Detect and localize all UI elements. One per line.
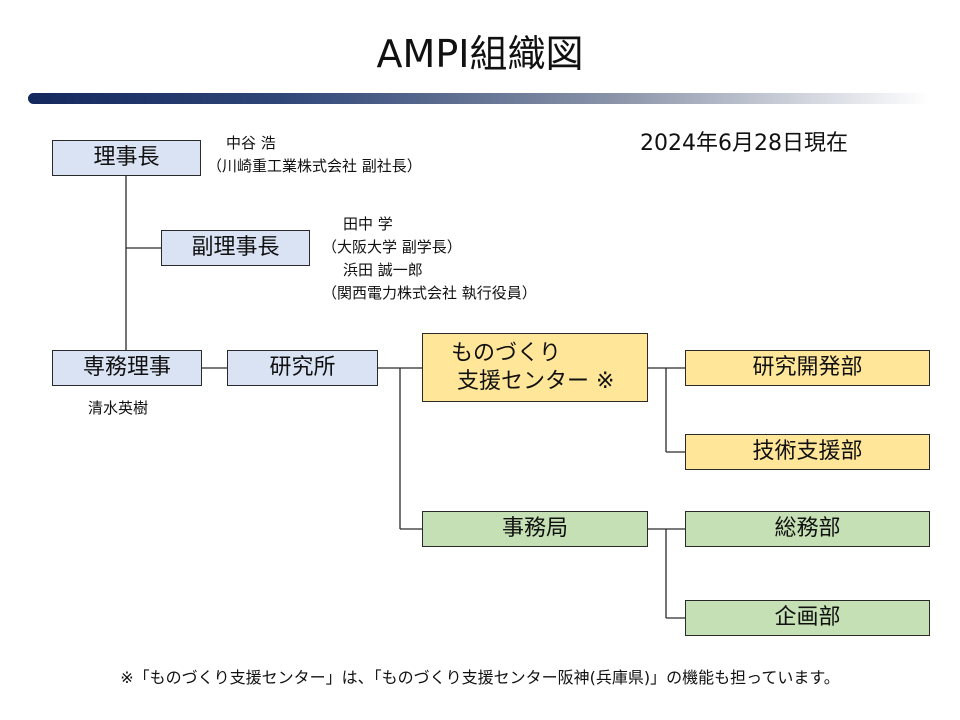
vice-chairman-label: 副理事長 [191,235,280,260]
general-affairs-department-label: 総務部 [774,516,841,541]
as-of-date: 2024年6月28日現在 [640,131,848,156]
box-chairman: 理事長 [52,140,201,176]
box-vice-chairman: 副理事長 [161,230,310,266]
box-tech-support-department: 技術支援部 [685,434,930,470]
vice-chairman-1-name: 田中 学 [343,215,393,233]
title-underline-bar [28,93,930,104]
vice-chairman-2-name: 浜田 誠一郎 [343,261,423,279]
center-label-line1: ものづくり [451,340,562,366]
vice-chairman-1-affiliation: （大阪大学 副学長） [322,238,462,256]
chairman-name: 中谷 浩 [226,134,276,152]
tech-support-department-label: 技術支援部 [752,439,863,464]
box-executive-director: 専務理事 [52,350,202,386]
institute-label: 研究所 [269,355,336,380]
box-planning-department: 企画部 [685,600,930,636]
executive-director-label: 専務理事 [82,355,171,380]
secretariat-label: 事務局 [501,516,568,541]
box-rd-department: 研究開発部 [685,350,930,386]
center-label-line2: 支援センター ※ [457,368,615,394]
planning-department-label: 企画部 [774,605,841,630]
rd-department-label: 研究開発部 [752,355,863,380]
box-general-affairs-department: 総務部 [685,511,930,547]
vice-chairman-2-affiliation: （関西電力株式会社 執行役員） [322,284,537,302]
executive-director-name: 清水英樹 [88,399,149,417]
footnote: ※「ものづくり支援センター」は、「ものづくり支援センター阪神(兵庫県)」の機能も… [120,668,840,687]
box-monozukuri-support-center: ものづくり 支援センター ※ [422,333,648,402]
page-title: AMPI組織図 [376,32,584,76]
box-secretariat: 事務局 [422,511,648,547]
chairman-label: 理事長 [93,145,160,170]
box-institute: 研究所 [227,350,378,386]
chairman-affiliation: （川崎重工業株式会社 副社長） [207,157,422,175]
